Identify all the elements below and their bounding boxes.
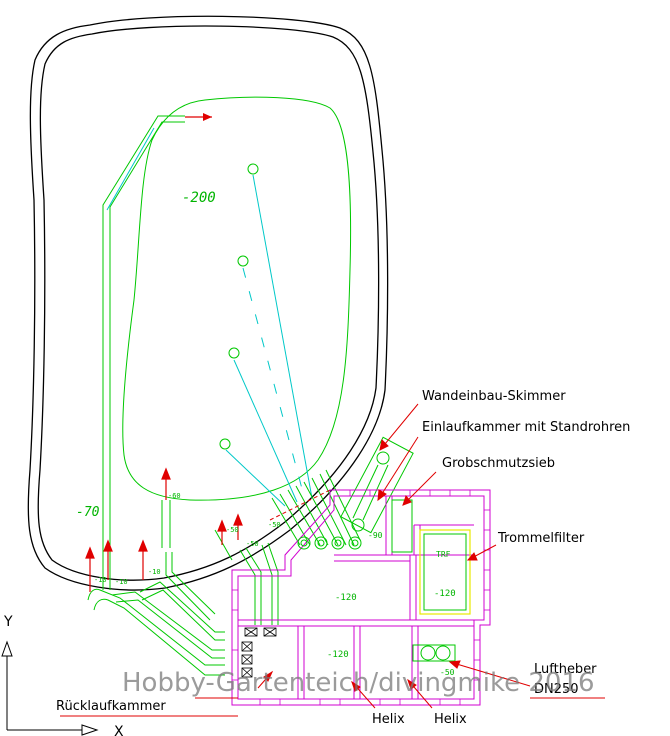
label-drum-filter: Trommelfilter — [497, 531, 585, 546]
depth-airlift: -50 — [440, 668, 455, 677]
label-return-chamber: Rücklaufkammer — [56, 699, 166, 714]
pond-edge-outer — [27, 15, 389, 591]
axis-x-label: X — [114, 724, 124, 736]
depth-drum: -120 — [434, 589, 456, 599]
drum-tag: TRF — [436, 550, 451, 559]
depth-helix-chamber: -120 — [327, 650, 349, 660]
leader-lines — [60, 403, 531, 717]
depth-pond-shallow: -70 — [76, 505, 100, 520]
label-coarse-sieve: Grobschmutzsieb — [442, 456, 555, 471]
label-helix-2: Helix — [434, 712, 467, 727]
bottom-drain-2 — [237, 255, 249, 267]
return-pipes-chamber — [87, 500, 279, 676]
label-skimmer: Wandeinbau-Skimmer — [422, 389, 566, 404]
label-inlet-chamber: Einlaufkammer mit Standrohren — [422, 420, 630, 435]
depth-small-5: -50 — [226, 526, 239, 534]
bottom-drain-3 — [228, 347, 240, 359]
pond-edge-inner — [37, 25, 380, 581]
standpipes — [297, 536, 362, 550]
depth-small-3: -10 — [148, 568, 161, 576]
label-airlift: Luftheber — [534, 662, 597, 677]
depth-inlet: -90 — [368, 531, 383, 540]
bottom-drain-lines — [225, 174, 313, 507]
label-helix-1: Helix — [372, 712, 405, 727]
airlift — [412, 644, 456, 662]
depth-small-6: -50 — [246, 540, 259, 548]
bottom-drain-circles — [219, 163, 259, 450]
return-pipe-left — [102, 115, 185, 590]
depth-small-4: -60 — [168, 492, 181, 500]
skimmer-box — [340, 436, 414, 534]
outlet-arrows — [85, 467, 243, 592]
coarse-sieve-box — [391, 499, 413, 553]
depth-main-chamber: -120 — [335, 593, 357, 603]
label-airlift-size: DN250 — [534, 682, 579, 697]
axis-indicator — [1, 640, 99, 736]
bottom-drain-4 — [219, 438, 231, 450]
valve-boxes — [241, 627, 277, 678]
drum-filter-box — [419, 529, 471, 615]
drain-pipes-to-chamber — [271, 469, 361, 546]
depth-small-7: -50 — [268, 521, 281, 529]
deep-zone-contour — [122, 96, 352, 501]
depth-pond-deep: -200 — [182, 190, 216, 206]
wall-hatching — [232, 490, 490, 705]
pond-edge — [27, 15, 389, 591]
depth-small-2: -10 — [115, 578, 128, 586]
bottom-drain-1 — [247, 163, 259, 175]
watermark: Hobby-Gartenteich/divingmike 2016 — [122, 668, 595, 698]
axis-y-label: Y — [3, 614, 13, 630]
depth-small-1: -10 — [94, 576, 107, 584]
